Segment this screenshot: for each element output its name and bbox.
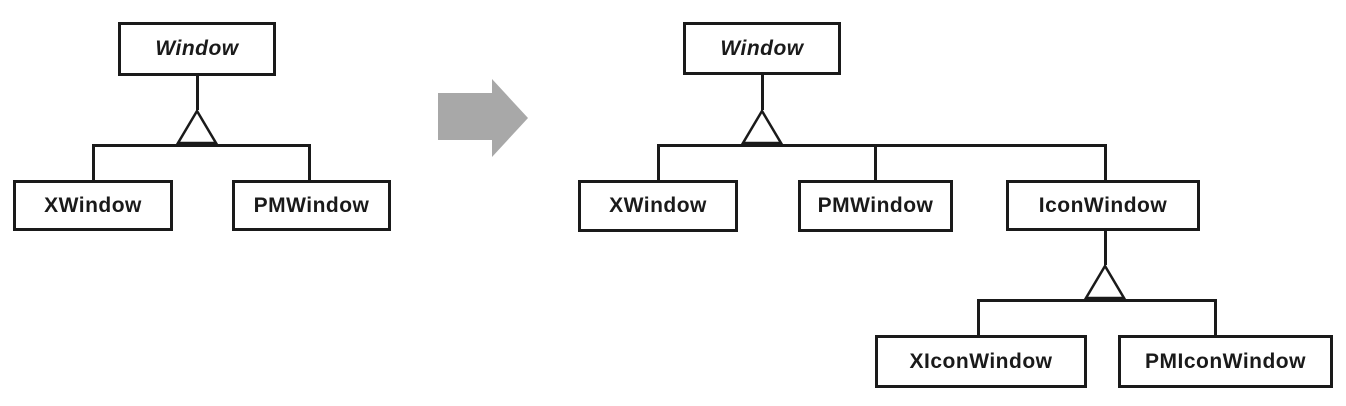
connector-line: [761, 75, 764, 110]
connector-line: [92, 144, 95, 180]
class-box-xiconwindow: XIconWindow: [875, 335, 1087, 388]
class-box-pmwindow-before: PMWindow: [232, 180, 391, 231]
transform-arrow-icon: [438, 93, 492, 140]
class-box-window-before: Window: [118, 22, 276, 76]
class-box-xwindow-before: XWindow: [13, 180, 173, 231]
class-label: XWindow: [44, 193, 142, 217]
inheritance-triangle-icon: [1083, 263, 1127, 300]
connector-line: [977, 299, 980, 335]
class-label: Window: [720, 36, 804, 60]
class-box-pmwindow-after: PMWindow: [798, 180, 953, 232]
class-box-iconwindow: IconWindow: [1006, 180, 1200, 231]
class-label: XIconWindow: [909, 349, 1053, 373]
connector-line: [1104, 144, 1107, 180]
class-label: PMWindow: [253, 193, 370, 217]
connector-line: [657, 144, 660, 180]
connector-line: [308, 144, 311, 180]
class-label: XWindow: [609, 194, 707, 217]
connector-line: [92, 144, 311, 147]
connector-line: [196, 76, 199, 110]
connector-line: [977, 299, 1217, 302]
connector-line: [874, 144, 877, 180]
transform-arrow-head-icon: [492, 79, 528, 157]
connector-line: [1214, 299, 1217, 335]
inheritance-triangle-icon: [740, 108, 784, 145]
class-box-pmiconwindow: PMIconWindow: [1118, 335, 1333, 388]
class-label: Window: [155, 37, 239, 60]
class-label: PMIconWindow: [1145, 349, 1306, 373]
inheritance-triangle-icon: [175, 108, 219, 145]
class-box-xwindow-after: XWindow: [578, 180, 738, 232]
class-box-window-after: Window: [683, 22, 841, 75]
class-label: IconWindow: [1038, 193, 1168, 217]
connector-line: [1104, 231, 1107, 265]
class-label: PMWindow: [817, 194, 934, 217]
connector-line: [657, 144, 1107, 147]
